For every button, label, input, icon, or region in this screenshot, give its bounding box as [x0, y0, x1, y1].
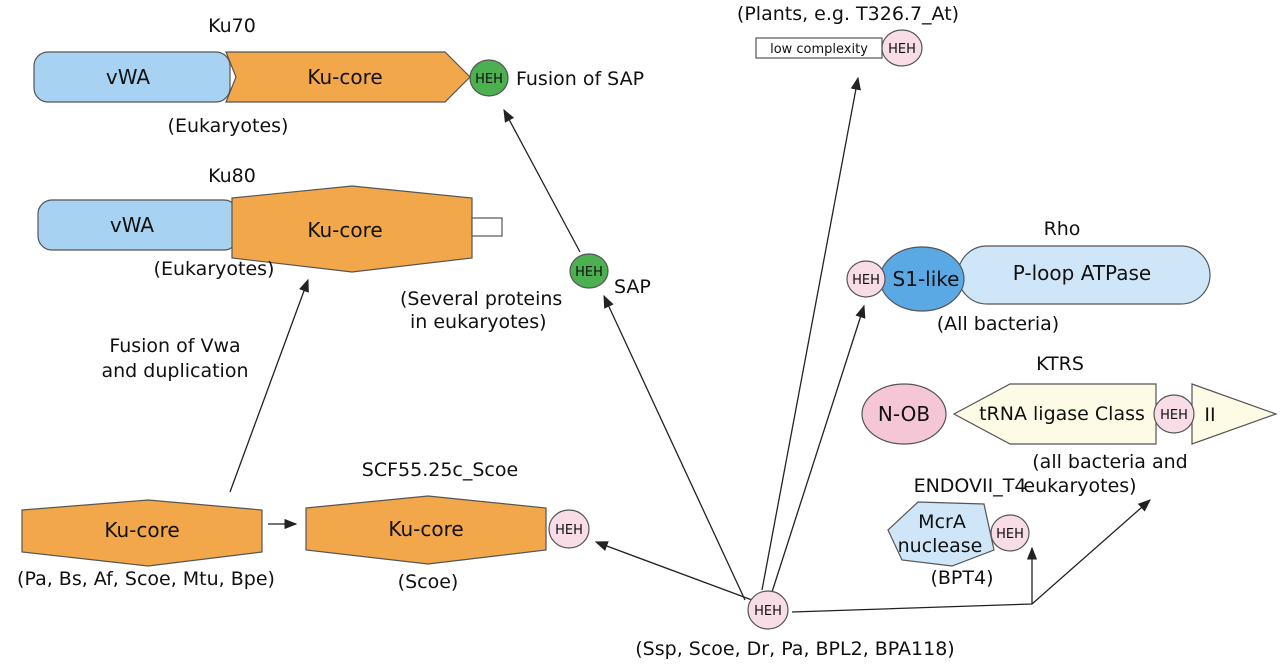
- bacterial-kucore-protein: Ku-core (Pa, Bs, Af, Scoe, Mtu, Bpe): [17, 499, 275, 590]
- arrow-bact-to-ku80: [229, 278, 309, 493]
- scf-kucore-label: Ku-core: [388, 517, 463, 541]
- ktrs-nob-label: N-OB: [878, 402, 930, 426]
- ku70-protein: Ku70 vWA Ku-core HEH Fusion of SAP (Euka…: [33, 15, 644, 137]
- scf-heh-label: HEH: [555, 523, 583, 538]
- rho-ploop-label: P-loop ATPase: [1013, 261, 1151, 285]
- root-heh-domain: [747, 590, 789, 630]
- fusion-vwa-line1: Fusion of Vwa: [109, 335, 240, 357]
- bacterial-kucore-domain: [21, 499, 263, 567]
- rho-protein: Rho P-loop ATPase S1-like HEH (All bacte…: [846, 218, 1211, 335]
- ku70-kucore-domain: [225, 51, 471, 103]
- rho-heh-label: HEH: [852, 273, 880, 288]
- endovii-mcra-line2: nuclease: [898, 535, 983, 557]
- endovii-protein: ENDOVII_T4 McrA nuclease HEH (BPT4): [887, 475, 1030, 589]
- ku80-kucore-domain: [231, 185, 473, 273]
- ktrs-ii-label: II: [1204, 404, 1215, 426]
- fusion-sap-label: Fusion of SAP: [516, 68, 644, 90]
- ktrs-protein: KTRS tRNA ligase Class II HEH N-OB (all …: [861, 353, 1278, 497]
- ku70-heh-label: HEH: [475, 72, 503, 87]
- bacterial-species-label: (Pa, Bs, Af, Scoe, Mtu, Bpe): [17, 568, 275, 590]
- scf-protein: SCF55.25c_Scoe Ku-core HEH (Scoe): [305, 459, 590, 593]
- scf-heh-domain: [548, 509, 590, 549]
- rho-bacteria-label: (All bacteria): [937, 313, 1059, 335]
- root-species-label: (Ssp, Scoe, Dr, Pa, BPL2, BPA118): [635, 638, 954, 660]
- arrow-root-to-sap: [603, 294, 746, 601]
- ku80-protein: Ku80 vWA Ku-core (Eukaryotes): [37, 165, 503, 280]
- endovii-heh-domain: [990, 514, 1030, 552]
- ku70-heh-domain: [469, 59, 509, 97]
- plants-heh-label: HEH: [888, 42, 916, 57]
- sap-heh-label: HEH: [575, 265, 603, 280]
- scf-title: SCF55.25c_Scoe: [362, 459, 518, 481]
- endovii-mcra-line1: McrA: [918, 511, 966, 533]
- endovii-mcra-domain: [887, 501, 995, 567]
- low-complexity-label: low complexity: [770, 42, 868, 57]
- ku80-cterm-extension: [471, 217, 503, 237]
- ku80-title: Ku80: [208, 165, 256, 187]
- sap-heh-domain: [569, 253, 609, 289]
- fusion-vwa-line2: and duplication: [102, 360, 249, 382]
- rho-s1-label: S1-like: [893, 267, 960, 291]
- root-heh-protein: HEH (Ssp, Scoe, Dr, Pa, BPL2, BPA118): [635, 590, 955, 660]
- arrows: [229, 76, 1151, 613]
- scf-scoe-label: (Scoe): [398, 571, 459, 593]
- ktrs-note-line2: eukaryotes): [1023, 475, 1136, 497]
- ktrs-heh-label: HEH: [1160, 408, 1188, 423]
- ktrs-note-line1: (all bacteria and: [1032, 451, 1187, 473]
- bacterial-kucore-label: Ku-core: [104, 518, 179, 542]
- root-heh-label: HEH: [754, 604, 782, 619]
- ku80-kucore-label: Ku-core: [307, 218, 382, 242]
- sap-protein: HEH SAP (Several proteins in eukaryotes): [400, 253, 651, 333]
- plants-heh-domain: [881, 29, 923, 67]
- ku70-kucore-label: Ku-core: [307, 65, 382, 89]
- ktrs-title: KTRS: [1036, 353, 1084, 375]
- arrow-root-to-scf: [594, 541, 753, 601]
- ku70-title: Ku70: [208, 15, 256, 37]
- endovii-heh-label: HEH: [996, 527, 1024, 542]
- ktrs-trna-label: tRNA ligase Class: [979, 403, 1145, 425]
- plants-title: (Plants, e.g. T326.7_At): [737, 3, 959, 25]
- several-proteins-line2: in eukaryotes): [410, 311, 547, 333]
- arrow-sap-to-ku70: [503, 108, 581, 253]
- fusion-vwa-note: Fusion of Vwa and duplication: [102, 335, 249, 382]
- sap-label: SAP: [614, 276, 651, 298]
- endovii-bpt4-label: (BPT4): [930, 567, 993, 589]
- ktrs-heh-domain: [1153, 394, 1195, 434]
- ku70-eukaryotes-label: (Eukaryotes): [168, 115, 289, 137]
- scf-kucore-domain: [305, 495, 547, 565]
- ku80-eukaryotes-label: (Eukaryotes): [154, 258, 275, 280]
- endovii-title: ENDOVII_T4: [914, 475, 1027, 497]
- rho-heh-domain: [846, 260, 886, 298]
- ku70-vwa-domain: [33, 51, 231, 103]
- ku70-vwa-label: vWA: [106, 65, 151, 89]
- plants-protein: (Plants, e.g. T326.7_At) low complexity …: [737, 3, 959, 67]
- ku80-vwa-label: vWA: [110, 213, 155, 237]
- rho-title: Rho: [1044, 218, 1081, 240]
- arrow-root-to-plants: [761, 76, 861, 591]
- ktrs-nob-domain: [861, 383, 947, 445]
- several-proteins-line1: (Several proteins: [400, 288, 562, 310]
- arrow-root-to-rho: [771, 304, 866, 593]
